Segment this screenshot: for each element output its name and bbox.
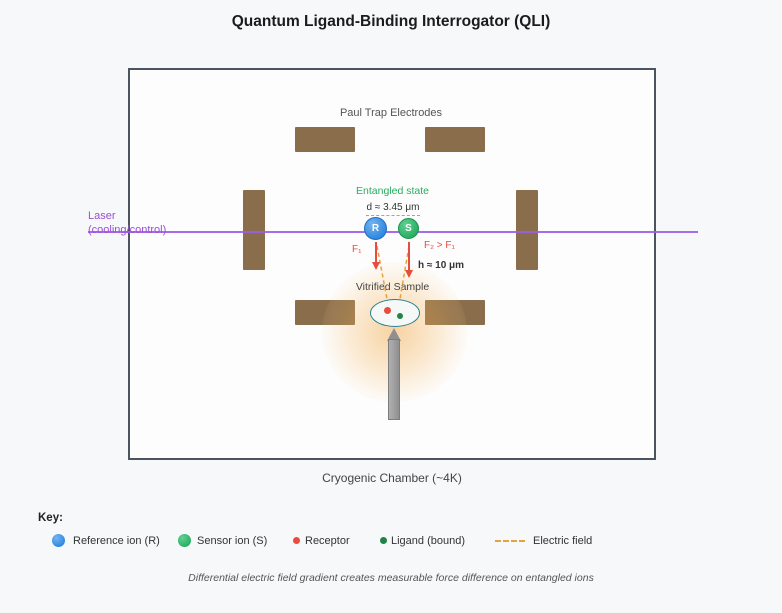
electrode-side-left xyxy=(243,190,265,270)
height-label: h ≈ 10 μm xyxy=(418,260,465,271)
legend-receptor-icon xyxy=(293,537,300,544)
paul-trap-electrodes-label: Paul Trap Electrodes xyxy=(339,107,443,119)
electrode-top-right xyxy=(425,127,485,152)
legend-ligand-label: Ligand (bound) xyxy=(391,535,466,547)
laser-sublabel: (cooling/control) xyxy=(88,224,167,236)
sample-holder-tip xyxy=(387,328,401,341)
legend-reference-ion-icon xyxy=(52,534,65,547)
vitrified-sample xyxy=(370,299,420,327)
reference-ion: R xyxy=(364,217,387,240)
legend-ligand-icon xyxy=(380,537,387,544)
force-f2-label: F₂ > F₁ xyxy=(424,240,455,251)
electrode-bottom-left xyxy=(295,300,355,325)
receptor-dot xyxy=(384,307,391,314)
reference-ion-letter: R xyxy=(371,223,380,234)
electrode-top-left xyxy=(295,127,355,152)
sample-holder-rod xyxy=(388,339,400,420)
legend-title: Key: xyxy=(38,512,63,524)
laser-label: Laser xyxy=(88,210,116,222)
legend-electric-field-icon xyxy=(495,540,525,542)
legend-sensor-ion-icon xyxy=(178,534,191,547)
entangled-state-label: Entangled state xyxy=(356,185,429,197)
laser-beam-line xyxy=(88,231,698,233)
ion-separation-label: d ≈ 3.45 μm xyxy=(366,202,420,213)
legend-receptor-label: Receptor xyxy=(305,535,350,547)
vitrified-sample-label: Vitrified Sample xyxy=(355,281,430,293)
legend-electric-field-label: Electric field xyxy=(533,535,593,547)
force-f1-label: F₁ xyxy=(352,244,362,255)
page-title: Quantum Ligand-Binding Interrogator (QLI… xyxy=(231,13,551,30)
legend-reference-ion-label: Reference ion (R) xyxy=(73,535,160,547)
legend-sensor-ion-label: Sensor ion (S) xyxy=(197,535,268,547)
ligand-dot xyxy=(397,313,403,319)
electrode-side-right xyxy=(516,190,538,270)
cryogenic-chamber-label: Cryogenic Chamber (~4K) xyxy=(322,471,462,485)
entanglement-dashed-line xyxy=(366,215,420,216)
sensor-ion-letter: S xyxy=(405,223,412,234)
figure-caption: Differential electric field gradient cre… xyxy=(188,572,594,584)
electrode-bottom-right xyxy=(425,300,485,325)
sensor-ion: S xyxy=(398,218,419,239)
